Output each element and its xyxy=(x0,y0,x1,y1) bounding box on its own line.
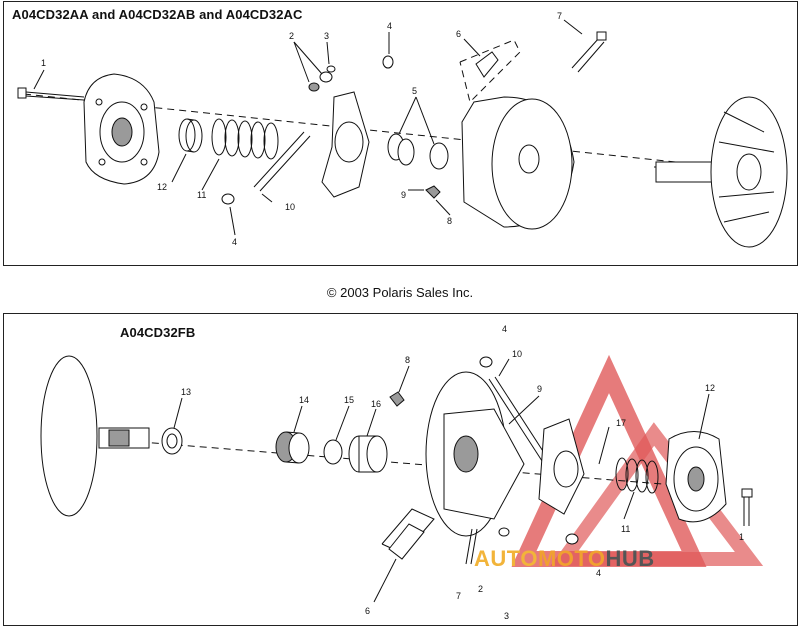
callout-8: 8 xyxy=(447,216,452,226)
nut-part xyxy=(389,391,405,407)
bearing-part xyxy=(387,133,449,170)
callout-10: 10 xyxy=(512,349,522,359)
callout-3: 3 xyxy=(324,31,329,41)
bottom-panel-title: A04CD32FB xyxy=(120,325,196,340)
washer-part xyxy=(161,427,183,455)
roller-washer-part xyxy=(498,527,510,537)
bottom-centerline xyxy=(103,438,725,490)
copyright-text: © 2003 Polaris Sales Inc. xyxy=(326,285,474,300)
moveable-sheave-part xyxy=(461,96,575,230)
weight-part xyxy=(381,508,435,560)
callout-14: 14 xyxy=(299,395,309,405)
callout-2: 2 xyxy=(289,31,294,41)
callout-6: 6 xyxy=(456,29,461,39)
callout-11: 11 xyxy=(197,190,206,200)
callout-4: 4 xyxy=(502,324,507,334)
top-diagram-panel: A04CD32AA and A04CD32AB and A04CD32AC xyxy=(3,1,798,266)
callout-4: 4 xyxy=(387,21,392,31)
callout-1: 1 xyxy=(41,58,46,68)
callout-2: 2 xyxy=(478,584,483,594)
top-leader-lines xyxy=(33,19,583,236)
bottom-exploded-view: 13 14 15 16 8 4 10 9 17 12 11 1 6 7 2 3 … xyxy=(40,324,764,621)
callout-17: 17 xyxy=(616,418,626,428)
callout-8: 8 xyxy=(405,355,410,365)
watermark-auto: AUTO xyxy=(474,546,538,571)
callout-12: 12 xyxy=(705,383,715,393)
fixed-sheave-part xyxy=(654,96,788,248)
watermark-text: AUTOMOTOHUB xyxy=(474,546,655,572)
roller-pin-part xyxy=(488,376,551,465)
roller-washer-part xyxy=(308,65,336,92)
spring-part xyxy=(615,457,659,494)
weight-part xyxy=(459,39,521,103)
callout-16: 16 xyxy=(371,399,381,409)
bearing-part xyxy=(275,431,310,464)
bottom-diagram-panel: A04CD32FB xyxy=(3,313,798,626)
top-exploded-view: 1 2 3 4 5 6 7 4 8 9 10 11 12 xyxy=(17,11,788,248)
spider-cover-part xyxy=(665,431,727,523)
watermark-hub: HUB xyxy=(605,546,655,571)
callout-9: 9 xyxy=(537,384,542,394)
bottom-leader-lines xyxy=(173,358,710,603)
callout-6: 6 xyxy=(365,606,370,616)
washer-15-part xyxy=(323,439,343,465)
spring-part xyxy=(211,118,279,160)
top-centerline xyxy=(23,93,725,168)
callout-11: 11 xyxy=(621,524,630,534)
callout-4-lower: 4 xyxy=(596,568,601,578)
bolt-part xyxy=(17,87,85,101)
callout-12: 12 xyxy=(157,182,167,192)
fixed-sheave-part xyxy=(40,355,150,517)
bolt-part xyxy=(741,488,753,526)
callout-1: 1 xyxy=(739,532,744,542)
nut-part xyxy=(425,185,441,199)
button-part-top xyxy=(479,356,493,368)
callout-13: 13 xyxy=(181,387,191,397)
callout-4-lower: 4 xyxy=(232,237,237,247)
callout-7: 7 xyxy=(557,11,562,21)
top-panel-title: A04CD32AA and A04CD32AB and A04CD32AC xyxy=(12,7,303,22)
callout-3: 3 xyxy=(504,611,509,621)
bolt-7-part xyxy=(571,31,607,73)
callout-9: 9 xyxy=(401,190,406,200)
callout-15: 15 xyxy=(344,395,354,405)
watermark-moto: MOTO xyxy=(537,546,606,571)
callout-7: 7 xyxy=(456,591,461,601)
button-part-lower xyxy=(565,533,579,545)
moveable-sheave-part xyxy=(425,371,525,537)
bushing-part xyxy=(178,118,203,153)
button-part xyxy=(221,193,235,205)
spider-cover-part xyxy=(83,73,160,185)
button-part-top xyxy=(382,55,394,69)
spider-part xyxy=(538,418,585,515)
roller-pin-part xyxy=(253,131,311,192)
bushing-part xyxy=(348,435,388,473)
callout-5: 5 xyxy=(412,86,417,96)
bolt-7-part xyxy=(465,528,478,565)
spider-part xyxy=(321,91,370,198)
callout-10: 10 xyxy=(285,202,295,212)
